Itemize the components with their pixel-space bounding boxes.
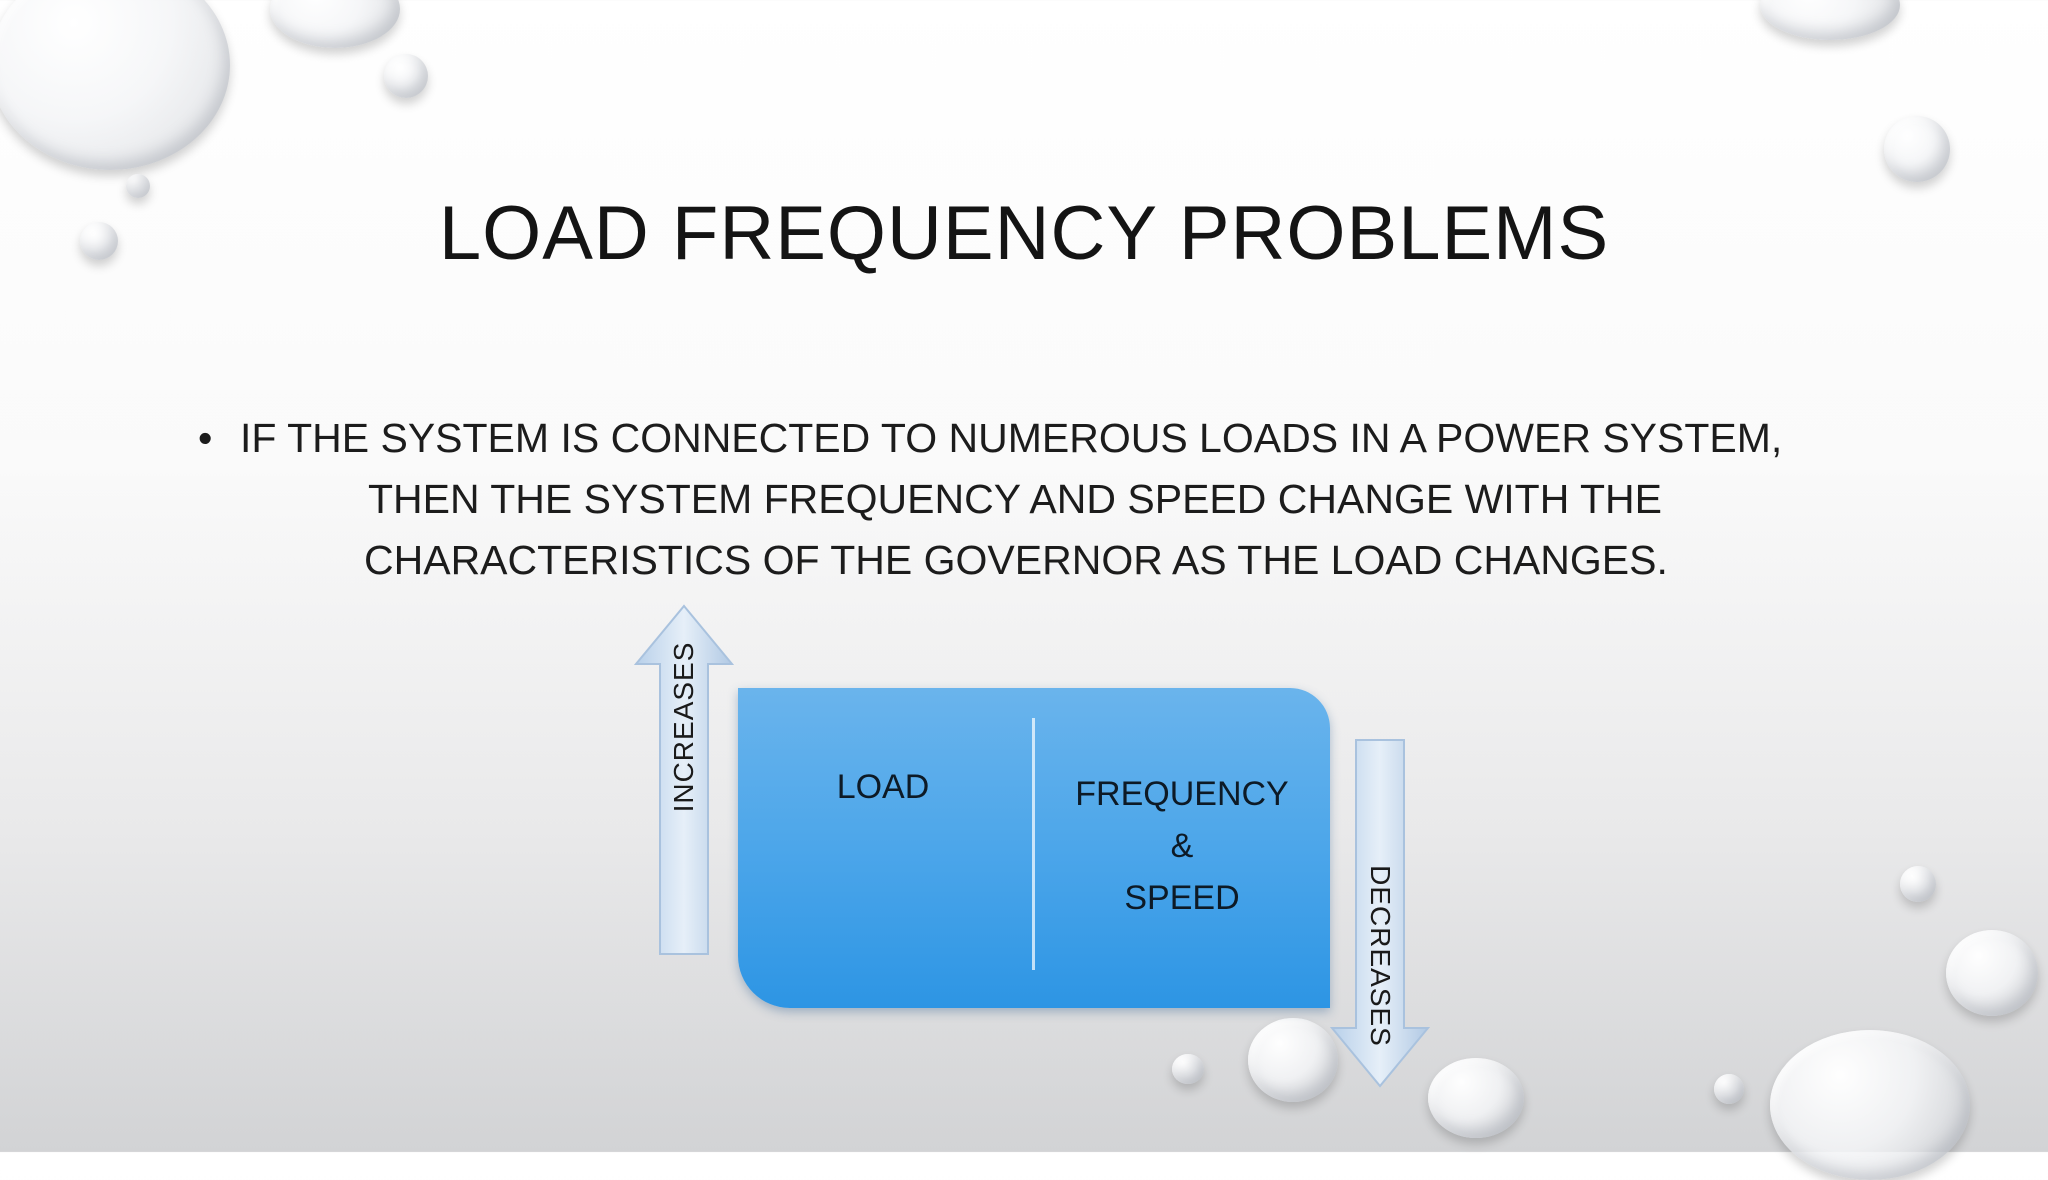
water-drop-decoration [1248,1018,1338,1102]
decreases-label: DECREASES [1365,865,1396,1047]
bullet-line-3: CHARACTERISTICS OF THE GOVERNOR AS THE L… [364,537,1668,583]
water-drop-decoration [270,0,400,48]
water-drop-decoration [1900,866,1936,902]
increases-label: INCREASES [668,641,699,813]
slide-title: LOAD FREQUENCY PROBLEMS [438,191,1610,276]
water-drop-decoration [1714,1074,1744,1104]
ampersand-label: & [1170,827,1194,865]
water-drop-decoration [1760,0,1900,40]
bullet-line-1: IF THE SYSTEM IS CONNECTED TO NUMEROUS L… [240,415,1783,461]
down-arrow-icon [1330,739,1430,1088]
water-drop-decoration [384,54,428,98]
up-arrow-icon [634,604,734,955]
water-drop-decoration [1428,1058,1524,1138]
water-drop-decoration [80,222,118,260]
water-drop-decoration [126,174,150,198]
speed-label: SPEED [1124,879,1240,917]
water-drop-decoration [1946,930,2038,1016]
box-divider [1032,718,1035,970]
bullet-line-2: THEN THE SYSTEM FREQUENCY AND SPEED CHAN… [368,476,1662,522]
frequency-speed-label: FREQUENCY & SPEED [1052,768,1312,924]
frequency-label: FREQUENCY [1075,775,1289,813]
load-label: LOAD [836,768,930,806]
water-drop-decoration [1770,1030,1970,1180]
water-drop-decoration [0,0,230,170]
water-drop-decoration [1884,116,1950,182]
bullet-marker: • [198,415,213,461]
water-drop-decoration [1172,1054,1204,1084]
